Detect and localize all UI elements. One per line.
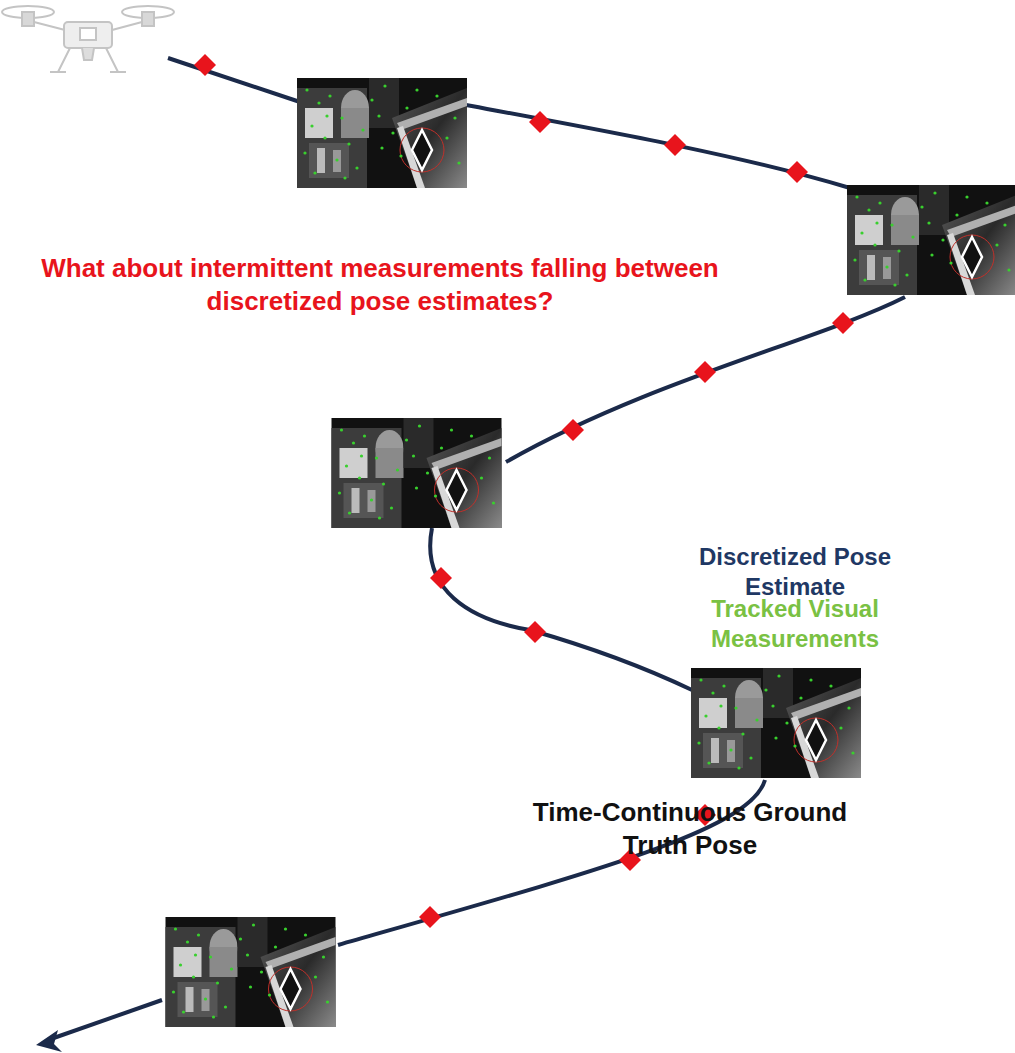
measurement-markers <box>194 54 854 928</box>
arrow-head <box>36 1030 62 1052</box>
pose-estimate-label: Discretized Pose Estimate <box>690 542 900 602</box>
trajectory-line <box>48 58 905 1040</box>
camera-frame <box>166 917 336 1027</box>
visual-measurement-label: Tracked Visual Measurements <box>680 594 910 654</box>
camera-frame <box>297 78 467 188</box>
ground-truth-label: Time-Continuous Ground Truth Pose <box>520 796 860 861</box>
drone-sketch <box>2 6 174 72</box>
camera-frame <box>691 668 861 778</box>
question-note: What about intermittent measurements fal… <box>20 252 740 317</box>
camera-frame <box>847 185 1015 295</box>
camera-frame <box>332 418 502 528</box>
